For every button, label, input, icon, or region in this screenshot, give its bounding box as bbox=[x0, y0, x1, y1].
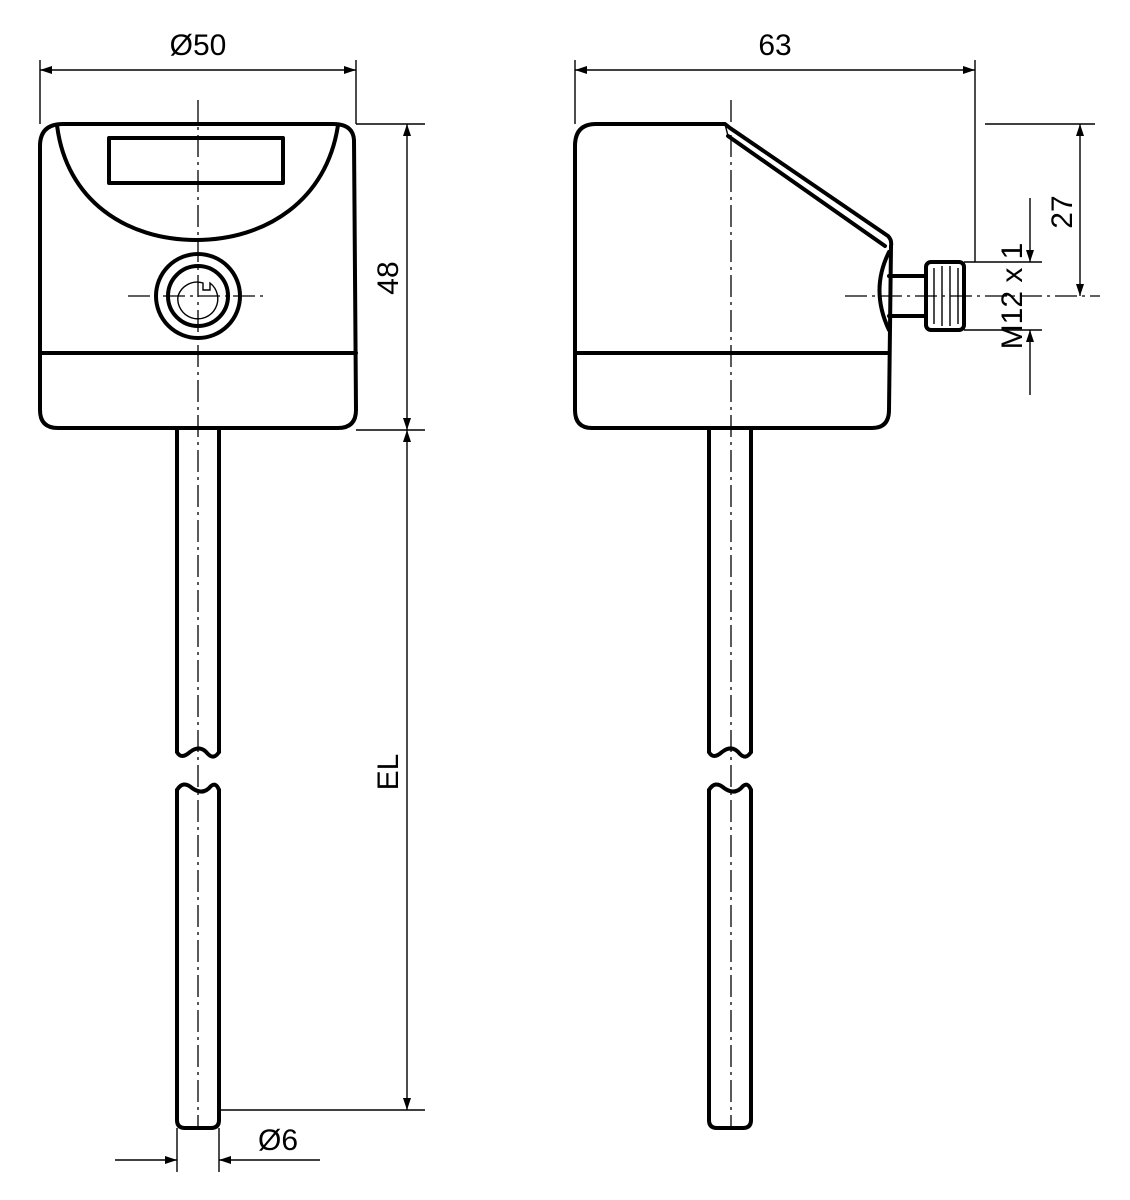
side-slanted-face bbox=[726, 134, 887, 248]
front-view: Ø50 48 EL Ø6 bbox=[38, 29, 425, 1172]
front-housing-outline bbox=[38, 122, 358, 430]
side-housing-outline bbox=[573, 122, 894, 430]
dim-probe-dia-label: Ø6 bbox=[258, 1124, 298, 1157]
dim-depth-label: 63 bbox=[758, 29, 791, 62]
dim-height-label: 48 bbox=[372, 261, 405, 294]
front-probe-lower bbox=[175, 782, 221, 1130]
dim-width-label: Ø50 bbox=[170, 29, 227, 62]
side-probe-upper bbox=[707, 428, 753, 759]
dim-offset-label: 27 bbox=[1046, 195, 1079, 228]
connector-boss bbox=[877, 250, 891, 332]
side-probe-lower bbox=[707, 782, 753, 1130]
side-slanted-face-edge bbox=[724, 123, 729, 137]
side-view: 63 27 M12 x 1 bbox=[573, 29, 1100, 1130]
dim-thread-label: M12 x 1 bbox=[996, 243, 1029, 350]
front-display-window bbox=[107, 136, 285, 185]
front-display-bezel bbox=[55, 123, 340, 242]
dim-probe-length-label: EL bbox=[372, 754, 405, 791]
front-probe-upper bbox=[175, 428, 221, 759]
